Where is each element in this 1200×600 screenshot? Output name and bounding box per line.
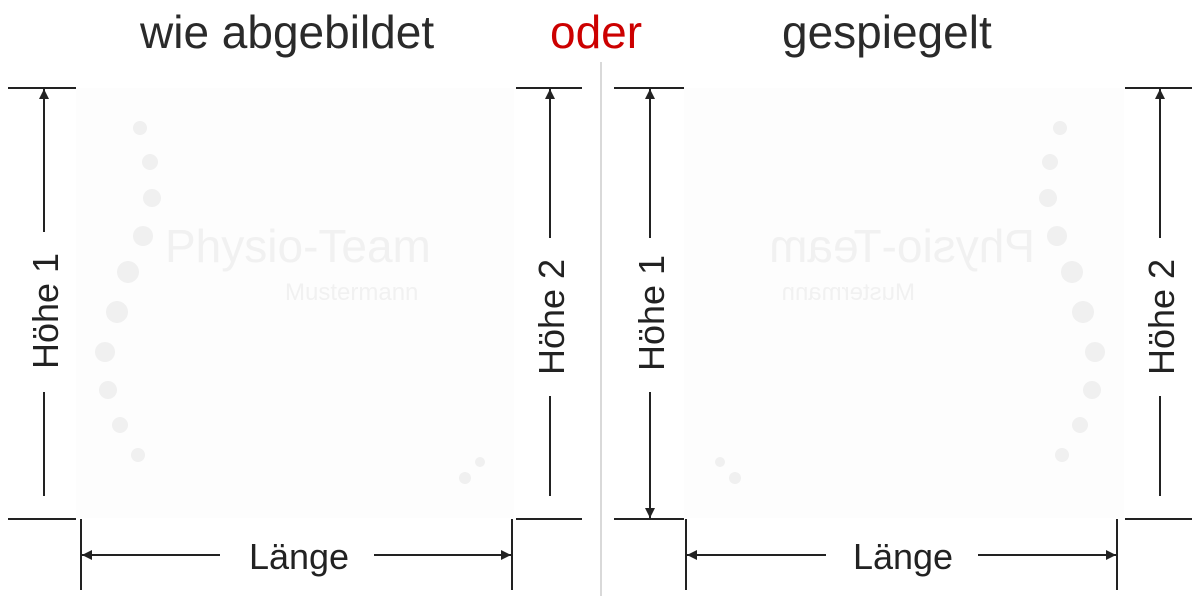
title-as-shown: wie abgebildet <box>140 6 435 58</box>
panel-mirrored: Physio-Team Mustermann Höhe 1 Höhe 2 Län… <box>614 87 1192 590</box>
label-hoehe-2: Höhe 2 <box>1141 259 1182 375</box>
watermark-dots <box>95 121 485 484</box>
title-or: oder <box>550 6 643 58</box>
label-hoehe-1: Höhe 1 <box>25 253 66 369</box>
label-hoehe-1: Höhe 1 <box>631 255 672 371</box>
title-mirrored: gespiegelt <box>782 6 992 58</box>
panel-as-shown: Physio-Team Mustermann Höhe 1 Höhe 2 Län… <box>8 87 582 590</box>
label-laenge: Länge <box>249 536 349 577</box>
watermark-sub: Mustermann <box>285 279 418 306</box>
watermark-sub-mirrored: Mustermann <box>782 279 915 306</box>
watermark-dots <box>715 121 1105 484</box>
label-laenge: Länge <box>853 536 953 577</box>
watermark-brand: Physio-Team <box>165 220 431 272</box>
watermark-brand-mirrored: Physio-Team <box>769 220 1035 272</box>
label-hoehe-2: Höhe 2 <box>531 259 572 375</box>
